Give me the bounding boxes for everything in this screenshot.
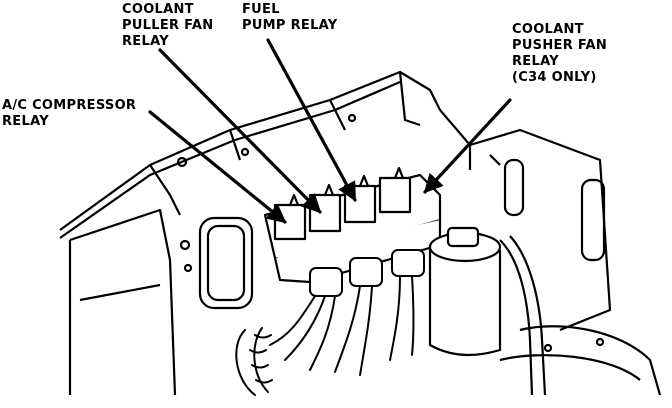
label-coolant-pusher-fan-relay: COOLANT PUSHER FAN RELAY (C34 ONLY) <box>512 22 608 85</box>
leader-coolant-puller <box>158 48 322 214</box>
right-fender <box>469 128 662 396</box>
label-ac-compressor-relay: A/C COMPRESSOR RELAY <box>2 98 137 129</box>
left-frame-rail <box>68 208 254 396</box>
leader-lines <box>148 38 512 224</box>
canister <box>428 226 547 396</box>
wire-harness <box>235 249 425 396</box>
leader-fuel-pump <box>266 38 357 202</box>
label-fuel-pump-relay: FUEL PUMP RELAY <box>242 2 338 33</box>
label-coolant-puller-fan-relay: COOLANT PULLER FAN RELAY <box>122 2 214 49</box>
leader-coolant-pusher <box>423 98 512 194</box>
leader-ac-compressor <box>148 110 287 224</box>
